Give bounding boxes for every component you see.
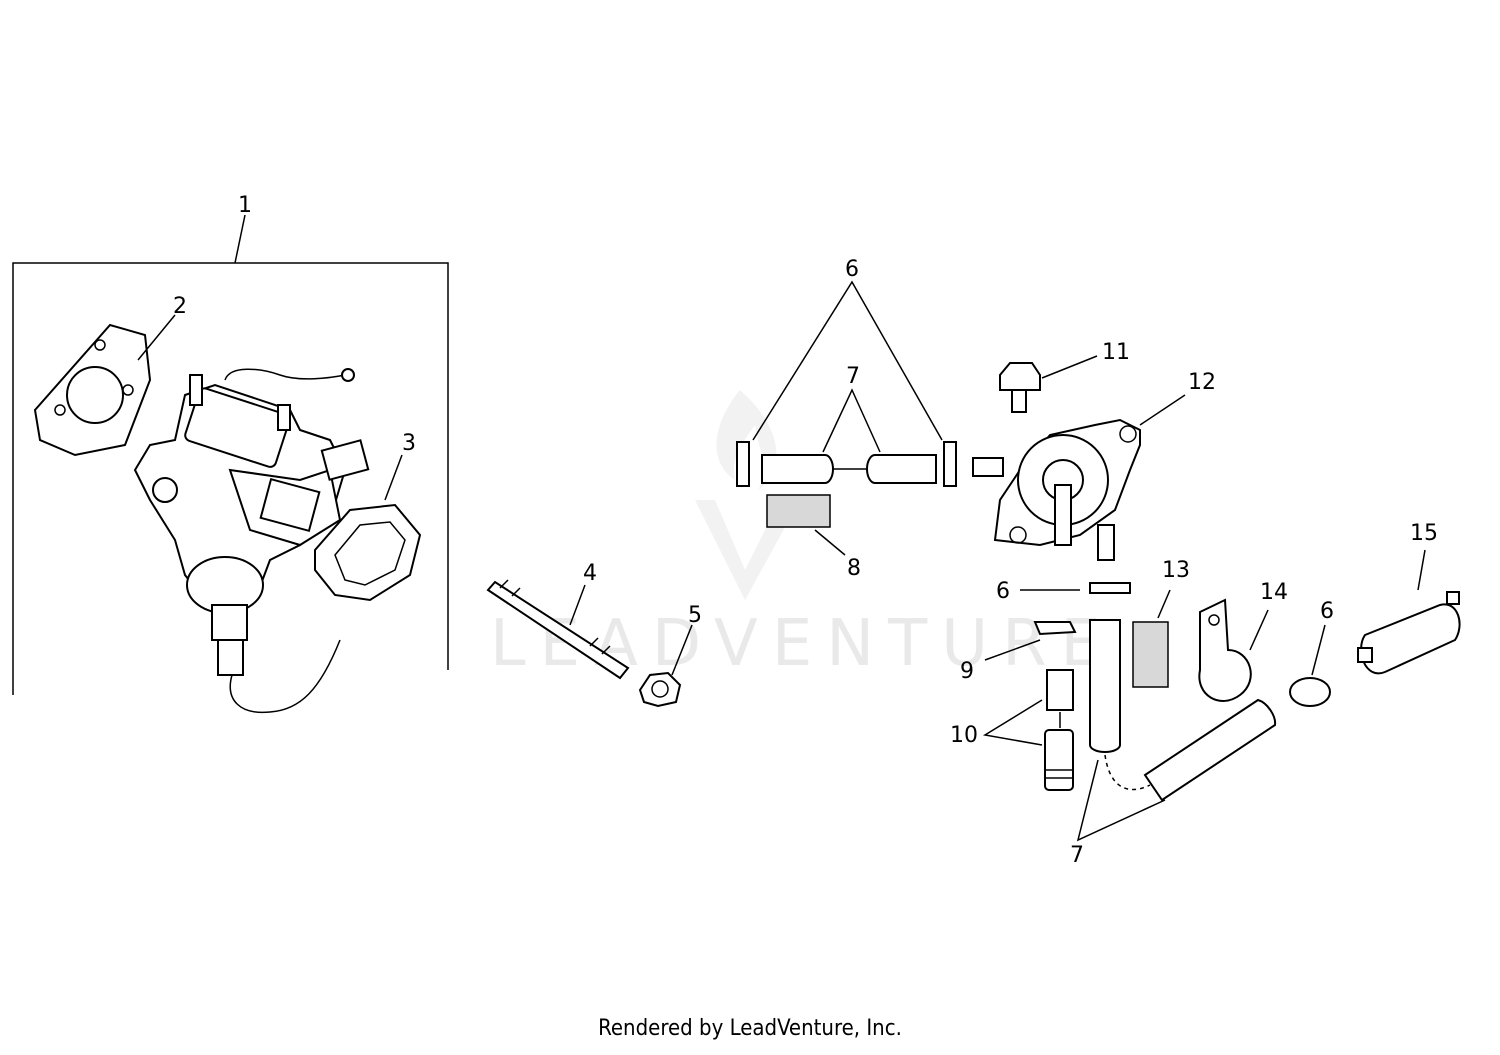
callout-6: 6 — [845, 257, 859, 282]
nut-5 — [638, 624, 693, 708]
hose-clip-14 — [1198, 598, 1269, 702]
callout-8: 8 — [847, 556, 861, 581]
clamp-6-far-right — [1289, 624, 1331, 707]
callout-4: 4 — [583, 561, 597, 586]
callout-6b: 6 — [996, 579, 1010, 604]
callout-2: 2 — [173, 294, 187, 319]
clamps-6-top — [736, 280, 957, 487]
callout-14: 14 — [1260, 580, 1288, 605]
callout-13: 13 — [1162, 558, 1190, 583]
callout-9: 9 — [960, 659, 974, 684]
stud-4 — [486, 579, 630, 680]
callout-7: 7 — [846, 364, 860, 389]
fuel-filter-15 — [1357, 549, 1461, 675]
callout-7b: 7 — [1070, 843, 1084, 868]
callout-3: 3 — [402, 431, 416, 456]
filter-element-8 — [766, 494, 846, 556]
callout-15: 15 — [1410, 521, 1438, 546]
assembly-bracket — [12, 214, 449, 695]
footer-credit: Rendered by LeadVenture, Inc. — [598, 1016, 902, 1041]
callout-11: 11 — [1102, 340, 1130, 365]
carburetor-1 — [133, 368, 370, 714]
callout-6c: 6 — [1320, 599, 1334, 624]
hose-7-top — [761, 388, 937, 484]
clamp-9 — [984, 621, 1077, 661]
connector-10 — [982, 669, 1074, 791]
filter-element-13 — [1132, 589, 1171, 688]
hose-7-right — [1076, 619, 1277, 842]
clamp-6-right — [1020, 582, 1131, 594]
callout-10: 10 — [950, 723, 978, 748]
callout-12: 12 — [1188, 370, 1216, 395]
carburetor-gasket-2 — [33, 314, 176, 457]
fitting-11 — [999, 355, 1098, 413]
carburetor-gasket-3 — [314, 454, 422, 602]
fuel-pump-12 — [972, 394, 1186, 561]
callout-1: 1 — [238, 193, 252, 218]
callout-5: 5 — [688, 603, 702, 628]
